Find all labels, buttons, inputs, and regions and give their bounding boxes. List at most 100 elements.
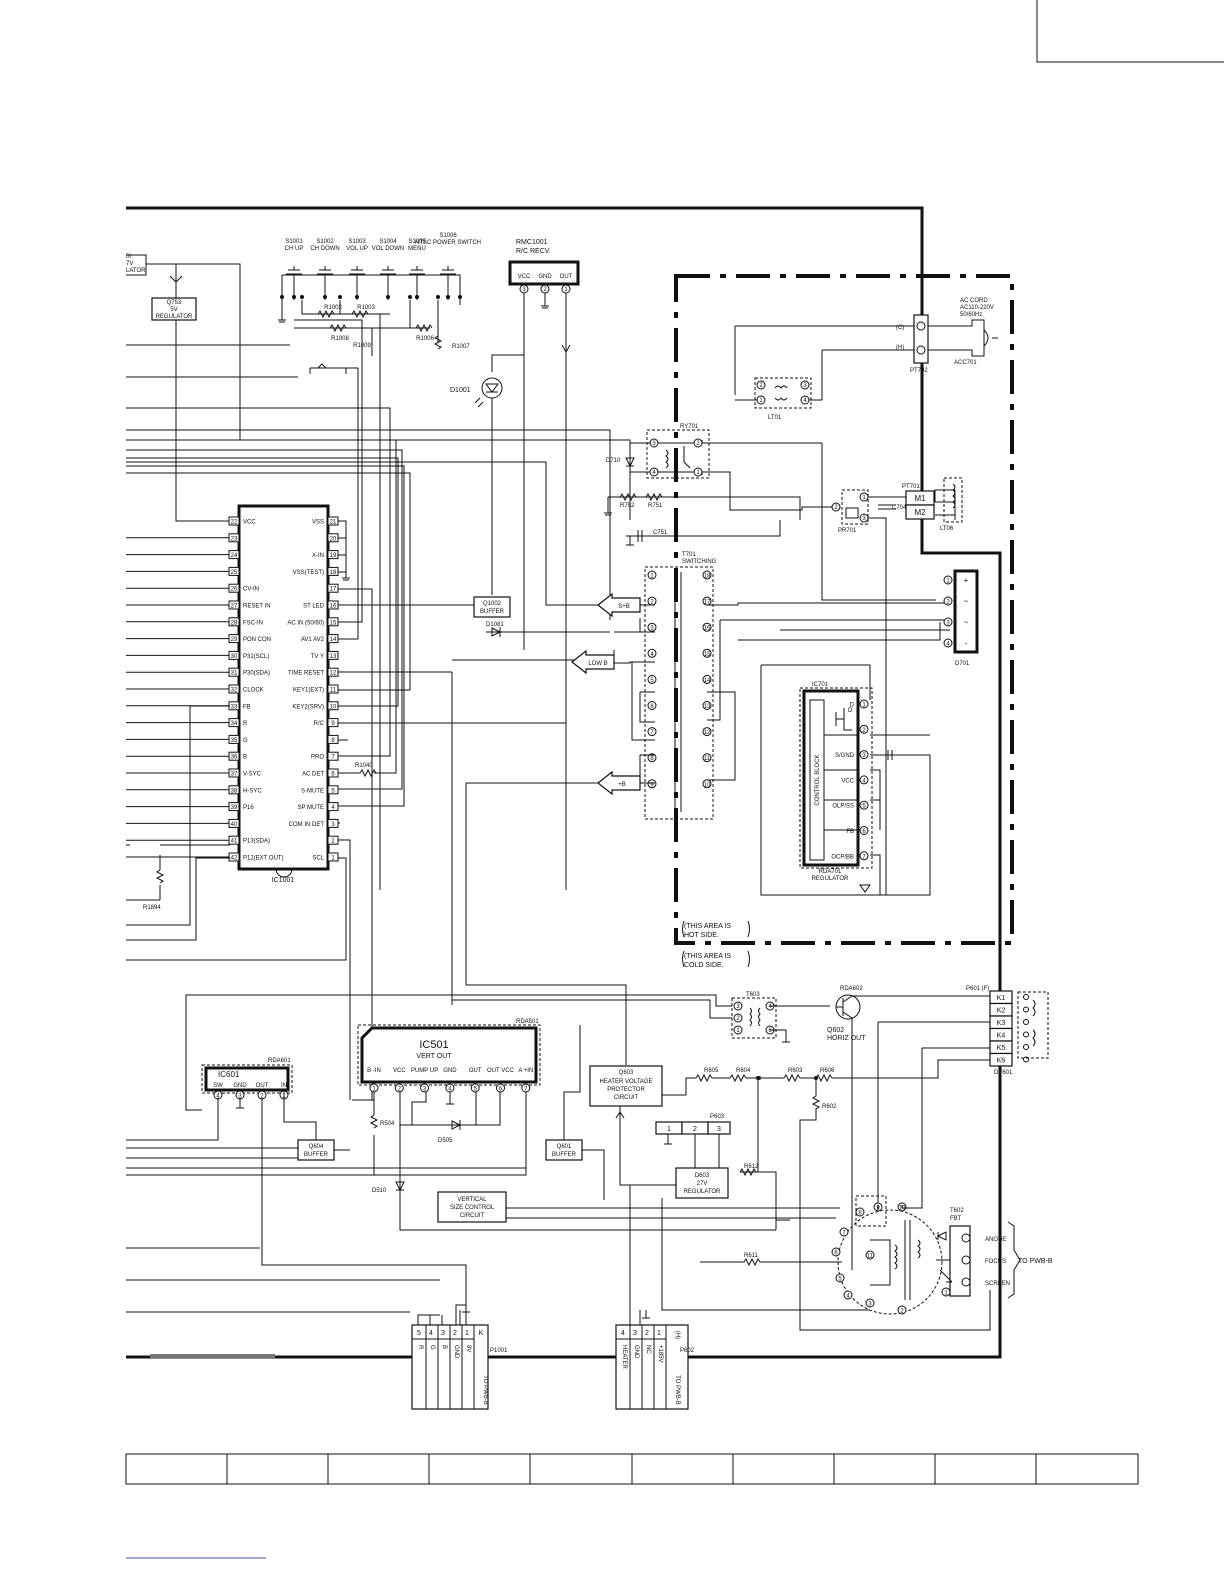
ic701-pin-num: 7 [862,854,866,860]
lt06-ref: LT06 [940,526,954,532]
ic701-pin-num: 6 [862,829,866,835]
q753-line1: 5V [170,307,177,313]
page-corner-box [1036,0,1224,63]
t701-pin [702,648,712,658]
p601-contact [1023,1031,1029,1038]
t701-label: SWITCHING [682,559,717,565]
pr701-thermistor: 2 13 PR701 C704 [831,489,907,534]
ic501-pin [470,1083,480,1093]
ic701-pin-num: 2 [862,728,866,734]
ic701-pin-label: OLP/SS [832,804,854,810]
ic1001-pin-num: 2 [331,839,335,845]
r1007-label: R1007 [452,344,470,350]
ic701-pin-label: D [850,703,855,709]
s-plus-b-label: S+B [618,604,630,610]
t701-pin [702,674,712,684]
p602-to: TO PWB-B [674,1375,680,1405]
ry701-relay: RY701 34 21 [646,424,710,479]
p603-ref: P603 [710,1114,725,1120]
r611-label: R611 [744,1253,759,1259]
t701-pin [702,753,712,763]
t602-label: FBT [950,1216,962,1222]
ic501-pin-num: 4 [448,1087,452,1093]
switch-label: CH UP [285,246,304,252]
d603-ref: D603 [695,1173,710,1179]
ic1001-pin-box [327,852,339,862]
ic1001-pin-label: S-MUTE [301,788,324,794]
ic1001-pin-label: AC DET [302,772,324,778]
ic1001-pin-num: 5 [331,788,335,794]
p601-pin-box [989,1052,1013,1067]
ic1001-pin-num: 36 [231,755,238,761]
ic701-pin-num: 4 [862,778,866,784]
ic1001-pin-box [327,650,339,660]
switch-label: CH DOWN [310,246,339,252]
ic701-pin-num: 5 [862,804,866,810]
t701-pin [647,753,657,763]
q603-ref: Q603 [619,1070,634,1076]
ic501-pin-label: OUT VCC [487,1068,515,1074]
svg-text:4: 4 [768,1004,772,1010]
ic701-pin-label: VCC [841,778,854,784]
t602-pin [865,1298,875,1308]
ic1001-pin-label: G [243,738,248,744]
hot-note-line1: (THIS AREA IS [684,923,731,930]
p602-pin-num: 2 [645,1330,649,1337]
r1040-label: R1040 [355,763,373,769]
svg-text:4: 4 [803,398,807,404]
ic1001-pin-num: 24 [231,553,238,559]
pt701-ref: PT701 [902,484,920,490]
d701-pin [943,575,953,585]
p603-connector: P603 1 2 3 [655,1114,731,1135]
low-b-arrow: LOW B [571,649,615,675]
ic1001-ref: IC1001 [272,877,295,884]
d603-line2: REGULATOR [684,1189,721,1195]
ic601-pin-num: 4 [216,1094,220,1100]
p602-h: (H) [674,1331,680,1339]
ic1001-pin-label: P30(SDA) [243,671,270,677]
t602-pin-num: 8 [858,1211,862,1217]
ic1001-pin-num: 28 [231,620,238,626]
p602-pin-num: 3 [633,1330,637,1337]
t603-ref: T603 [746,992,760,998]
ic701-sub1: RDA701 [819,869,842,875]
d603-regulator: D603 27V REGULATOR [675,1167,729,1199]
svg-text:2: 2 [834,505,838,511]
anode-label: ANODE [985,1237,1006,1243]
q1002-label: BUFFER [480,609,505,615]
ic1001-pin-num: 25 [231,570,238,576]
ic701-pin [859,699,869,709]
ic501-pin-label: GND [443,1068,457,1074]
ic1001-pin-label: TIME RESET [288,671,324,677]
ic1001-pin-label: CLOCK [243,688,264,694]
q753-regulator: Q753 5V REGULATOR [151,297,197,321]
c-label: (C) [896,325,904,331]
p602-signal: +185V [657,1345,663,1363]
ic1001-pin-label: VSS [312,520,324,526]
p601-pin-label: K3 [997,1020,1006,1027]
t602-pin [855,1207,865,1217]
q753-line2: REGULATOR [156,314,193,320]
ic501-pin-num: 1 [372,1087,376,1093]
ic601-sub: RDA601 [268,1058,291,1064]
p1001-signal: 8V [465,1345,471,1352]
ic1001-pin-num: 40 [231,822,238,828]
p1001-to: TO PWB-B [482,1375,488,1405]
vsize-line3: CIRCUIT [460,1213,485,1219]
p1001-signal: B [441,1345,447,1349]
t701-pin [647,701,657,710]
ic1001-pin-num: 12 [330,671,337,677]
ic701-pin-label: FB [846,829,854,835]
svg-text:0I: 0I [126,254,131,260]
t603-drive-transformer: T603 3 2 1 4 6 [731,992,777,1039]
ic1001-pin-num: 23 [231,536,238,542]
ic1001-pin-num: 11 [330,688,337,694]
ic1001-pin-label: CV-IN [243,587,259,593]
c751-label: C751 [653,530,668,536]
q601-ref: Q601 [557,1144,572,1150]
